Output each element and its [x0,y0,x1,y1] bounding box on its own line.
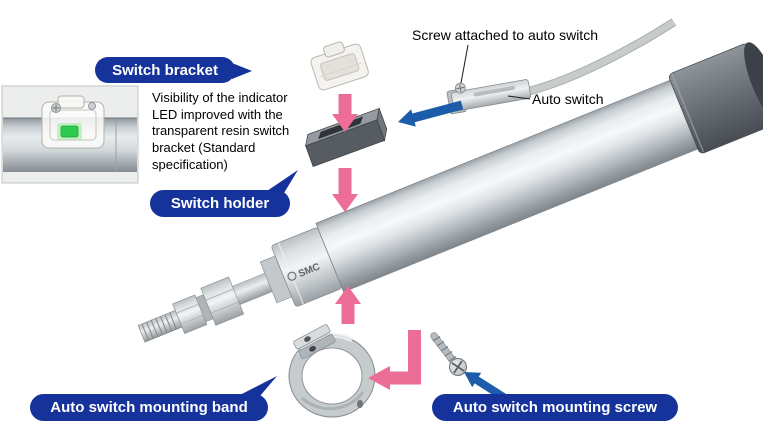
led-visibility-note: Visibility of the indicator LED improved… [152,90,290,172]
assembly-arrow-bracket-to-holder [332,94,358,132]
leader-line-attached-screw [460,44,469,84]
callout-nib-holder [264,170,298,193]
inset-led [60,125,79,138]
switch-bracket-part [310,41,369,91]
band-tabs [293,324,336,360]
assembly-arrow-band-to-cylinder [335,286,361,324]
mounting-screw-part [430,332,467,376]
auto-switch-mounting-band-label: Auto switch mounting band [30,394,268,421]
pointer-arrow-switch-to-holder [398,100,464,127]
screw-threads [432,335,457,362]
piston-rod [137,255,293,343]
callout-nib-bracket [232,63,252,79]
assembly-arrow-holder-to-cylinder [332,168,358,212]
auto-switch-mounting-screw-label: Auto switch mounting screw [432,394,678,421]
switch-holder-label: Switch holder [150,190,290,217]
mounting-band-part [288,324,376,418]
leader-line-auto-switch [507,95,531,100]
attached-screw [454,82,466,94]
band-strap-hole [357,400,363,408]
end-cap-face [744,42,763,123]
auto-switch-part [446,79,532,115]
assembly-arrow-screw-to-band [368,330,421,390]
auto-switch-annotation: Auto switch [532,91,604,107]
inset-screw [51,102,96,113]
switch-bracket-label: Switch bracket [95,57,235,83]
cylinder: SMC [137,42,763,343]
rod-thread-lines [141,312,177,341]
screw-attached-annotation: Screw attached to auto switch [412,27,598,43]
inset-photo [1,85,139,184]
callout-nib-band [238,376,277,396]
